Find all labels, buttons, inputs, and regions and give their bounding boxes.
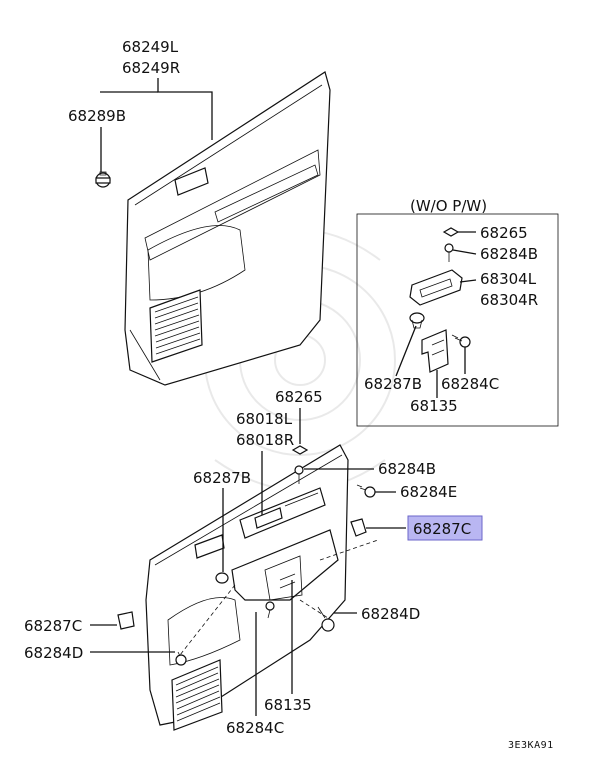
label-68249R: 68249R: [122, 59, 180, 77]
label-68018R: 68018R: [236, 431, 294, 449]
label-68284D-right: 68284D: [361, 605, 420, 623]
label-68135: 68135: [264, 696, 312, 714]
screw-68284C-icon: [265, 601, 275, 619]
label-68284E: 68284E: [400, 483, 457, 501]
lower-speaker-grille: [171, 659, 223, 731]
label-68289B: 68289B: [68, 107, 126, 125]
clip-68287C-right-icon: [350, 518, 367, 537]
label-68304L: 68304L: [480, 270, 537, 288]
leader-68249: [157, 78, 213, 140]
power-window-switch-assembly: [239, 487, 326, 539]
clip-68289B-icon: [95, 171, 111, 188]
label-68304R: 68304R: [480, 291, 538, 309]
clip-68287B-icon: [215, 572, 229, 584]
screw-68284D-left-icon: [175, 651, 187, 666]
label-68287B-inset: 68287B: [364, 375, 422, 393]
screw-68284B-inset-icon: [444, 243, 454, 262]
part-68265-icon: [291, 445, 309, 455]
upper-door-trim-panel: [124, 71, 331, 386]
label-68284B: 68284B: [378, 460, 436, 478]
label-68135-inset: 68135: [410, 397, 458, 415]
screw-68284B-icon: [294, 465, 304, 484]
clip-68287B-inset-icon: [409, 312, 425, 329]
screw-68284C-inset-icon: [451, 334, 471, 348]
label-68284D-left: 68284D: [24, 644, 83, 662]
label-68284C-inset: 68284C: [441, 375, 499, 393]
wo-pw-inset: (W/O P/W) 68265 68284B 68304L 68304R 682…: [356, 197, 559, 427]
label-68284B-inset: 68284B: [480, 245, 538, 263]
part-68265-inset-icon: [442, 227, 460, 237]
label-68287C-left: 68287C: [24, 617, 82, 635]
switch-bezel-68304-inset-icon: [409, 269, 463, 306]
highlight-68287C: [407, 515, 483, 541]
armrest-bracket-68135: [231, 529, 339, 601]
diagram-code: 3E3KA91: [508, 740, 554, 751]
label-68018L: 68018L: [236, 410, 293, 428]
dashed-guide: [179, 539, 379, 656]
screw-68284D-right-icon: [317, 606, 335, 632]
clip-68287C-left-icon: [117, 611, 135, 630]
label-68265: 68265: [275, 388, 323, 406]
bracket-68135-inset-icon: [421, 329, 449, 373]
label-68265-inset: 68265: [480, 224, 528, 242]
label-68287B: 68287B: [193, 469, 251, 487]
screw-68284E-icon: [356, 484, 376, 498]
upper-speaker-grille: [149, 289, 203, 363]
label-wo-pw: (W/O P/W): [410, 197, 487, 215]
label-68284C: 68284C: [226, 719, 284, 737]
label-68287C-highlight: 68287C: [413, 520, 471, 538]
label-68249L: 68249L: [122, 38, 179, 56]
